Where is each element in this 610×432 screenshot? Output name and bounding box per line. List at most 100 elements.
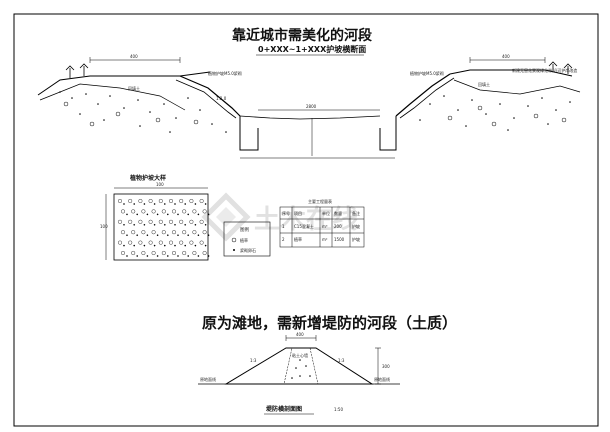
- cobble-mark: [174, 223, 176, 226]
- cobble-mark: [207, 255, 210, 257]
- plant-mark: [168, 198, 173, 203]
- grass-legend-icon: [231, 237, 237, 243]
- cobble-mark: [184, 203, 186, 205]
- plant-mark: [182, 250, 187, 255]
- cobble-mark: [133, 203, 135, 205]
- cobble-mark: [146, 234, 149, 236]
- table-header-cell: 单位: [322, 210, 330, 216]
- cobble-mark: [163, 203, 166, 205]
- table-header-cell: 序号: [282, 210, 290, 216]
- left-base-label: 原地面线: [200, 376, 216, 382]
- right-base-label: 原地面线: [374, 376, 390, 382]
- legend-box: [223, 221, 271, 257]
- cobble-mark: [207, 213, 210, 216]
- cobble-mark: [156, 234, 159, 236]
- plant-mark: [161, 209, 166, 214]
- table-cell: 护坡: [352, 236, 360, 242]
- plant-mark: [192, 250, 197, 255]
- plant-mark: [117, 240, 122, 245]
- plant-mark: [179, 240, 184, 245]
- cobble-mark: [187, 255, 189, 257]
- cobble-mark: [126, 234, 128, 236]
- legend-item-2: 浆砌卵石: [240, 247, 256, 253]
- cobble-mark: [177, 234, 179, 236]
- cobble-mark: [156, 255, 159, 257]
- plant-mark: [151, 230, 156, 235]
- cobble-mark: [197, 213, 200, 216]
- cobble-mark: [194, 223, 197, 226]
- slope-right-label: 1:3: [338, 358, 345, 363]
- plant-panel: [105, 187, 210, 261]
- plant-mark: [120, 250, 125, 255]
- plant-mark: [141, 250, 146, 255]
- legend-item-1: 植草: [240, 237, 248, 243]
- plant-mark: [138, 240, 143, 245]
- cobble-mark: [146, 255, 149, 257]
- plant-mark: [138, 198, 143, 203]
- plant-mark: [189, 198, 194, 203]
- cobble-mark: [156, 213, 159, 216]
- cobble-mark: [123, 223, 125, 226]
- top-cross-section: [37, 57, 581, 159]
- cobble-mark: [123, 244, 125, 247]
- plant-mark: [189, 219, 194, 224]
- cobble-mark: [133, 244, 135, 247]
- cobble-mark: [187, 213, 189, 216]
- legend-title: 图例: [240, 226, 249, 233]
- table-cell: 植草: [294, 236, 302, 242]
- table-cell: C15混凝土: [294, 223, 314, 229]
- plant-mark: [120, 230, 125, 235]
- plant-mark: [158, 240, 163, 245]
- bottom-caption: 堤防横剖面图: [266, 405, 302, 413]
- table-header-cell: 数量: [334, 210, 342, 216]
- cobble-mark: [153, 223, 156, 226]
- cobble-mark: [133, 223, 135, 226]
- slope-left-label: 1:3: [250, 358, 257, 363]
- plant-mark: [141, 209, 146, 214]
- cobble-mark: [146, 213, 149, 216]
- bottom-scale: 1:50: [334, 407, 343, 412]
- water-width-label: 2800: [306, 104, 317, 109]
- cobble-mark: [126, 255, 128, 257]
- cobble-mark: [163, 244, 166, 247]
- bottom-title: 原为滩地，需新增堤防的河段（土质）: [202, 314, 457, 332]
- plant-mark: [151, 250, 156, 255]
- plant-mark: [128, 219, 133, 224]
- cobble-mark: [136, 234, 138, 236]
- plant-mark: [131, 250, 136, 255]
- cobble-mark: [153, 203, 156, 205]
- plant-mark: [148, 219, 153, 224]
- panel-width-label: 100: [156, 182, 164, 187]
- cobble-mark: [163, 223, 166, 226]
- plant-mark: [131, 209, 136, 214]
- crest-width-label: 400: [296, 332, 304, 337]
- cobble-mark: [166, 213, 169, 216]
- plant-mark: [199, 219, 204, 224]
- left-width-label: 400: [130, 54, 138, 59]
- plant-mark: [120, 209, 125, 214]
- plant-mark: [199, 198, 204, 203]
- cobble-mark: [174, 244, 176, 247]
- plant-mark: [199, 240, 204, 245]
- cobble-mark: [126, 213, 128, 216]
- cobble-mark: [187, 234, 189, 236]
- plant-mark: [131, 230, 136, 235]
- plant-mark: [189, 240, 194, 245]
- cobble-mark: [184, 223, 186, 226]
- cobble-mark: [207, 234, 210, 236]
- plant-mark: [148, 198, 153, 203]
- plant-mark: [117, 198, 122, 203]
- table-cell: m³: [322, 224, 328, 229]
- cobble-mark: [143, 203, 146, 205]
- plant-mark: [138, 219, 143, 224]
- table-header-cell: 项目: [294, 210, 302, 216]
- cobble-mark: [174, 203, 176, 205]
- material-table: [279, 206, 365, 248]
- plant-mark: [192, 209, 197, 214]
- panel-height-label: 100: [100, 224, 108, 229]
- table-cell: 护坡: [352, 223, 360, 229]
- plant-mark: [158, 219, 163, 224]
- cobble-mark: [166, 234, 169, 236]
- plant-mark: [171, 209, 176, 214]
- cobble-mark: [194, 244, 197, 247]
